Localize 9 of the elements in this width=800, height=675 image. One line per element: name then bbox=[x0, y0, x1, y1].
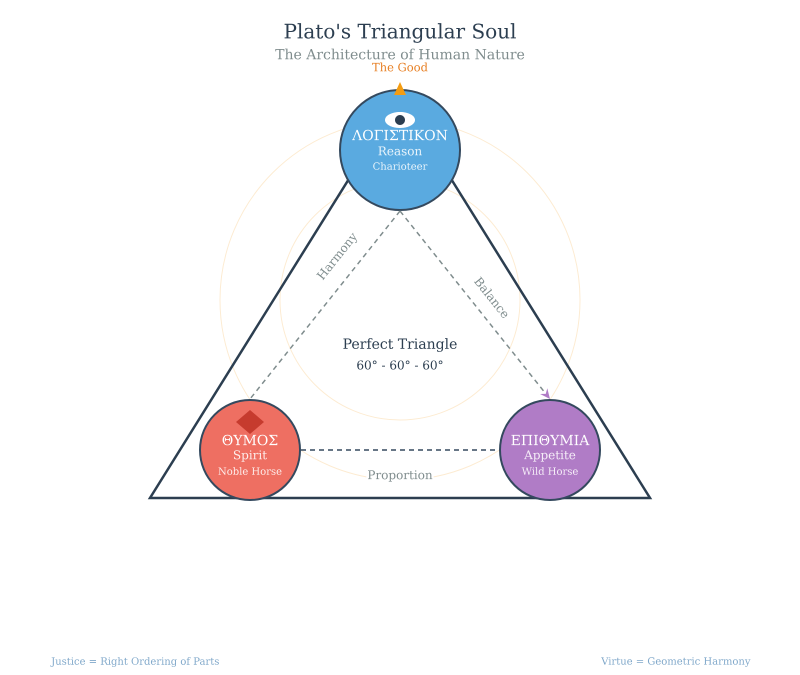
title: Plato's Triangular Soul bbox=[284, 23, 516, 43]
dashed-line bbox=[249, 210, 401, 400]
subtitle: The Architecture of Human Nature bbox=[275, 48, 524, 60]
footer-note: Justice = Right Ordering of Parts bbox=[50, 657, 219, 667]
apex-label: The Good bbox=[372, 62, 428, 72]
edge-label: Proportion bbox=[366, 469, 434, 483]
footer-note: Virtue = Geometric Harmony bbox=[601, 657, 750, 667]
center-heading: Perfect Triangle bbox=[343, 338, 457, 352]
angle-label: 60° - 60° - 60° bbox=[357, 360, 442, 370]
